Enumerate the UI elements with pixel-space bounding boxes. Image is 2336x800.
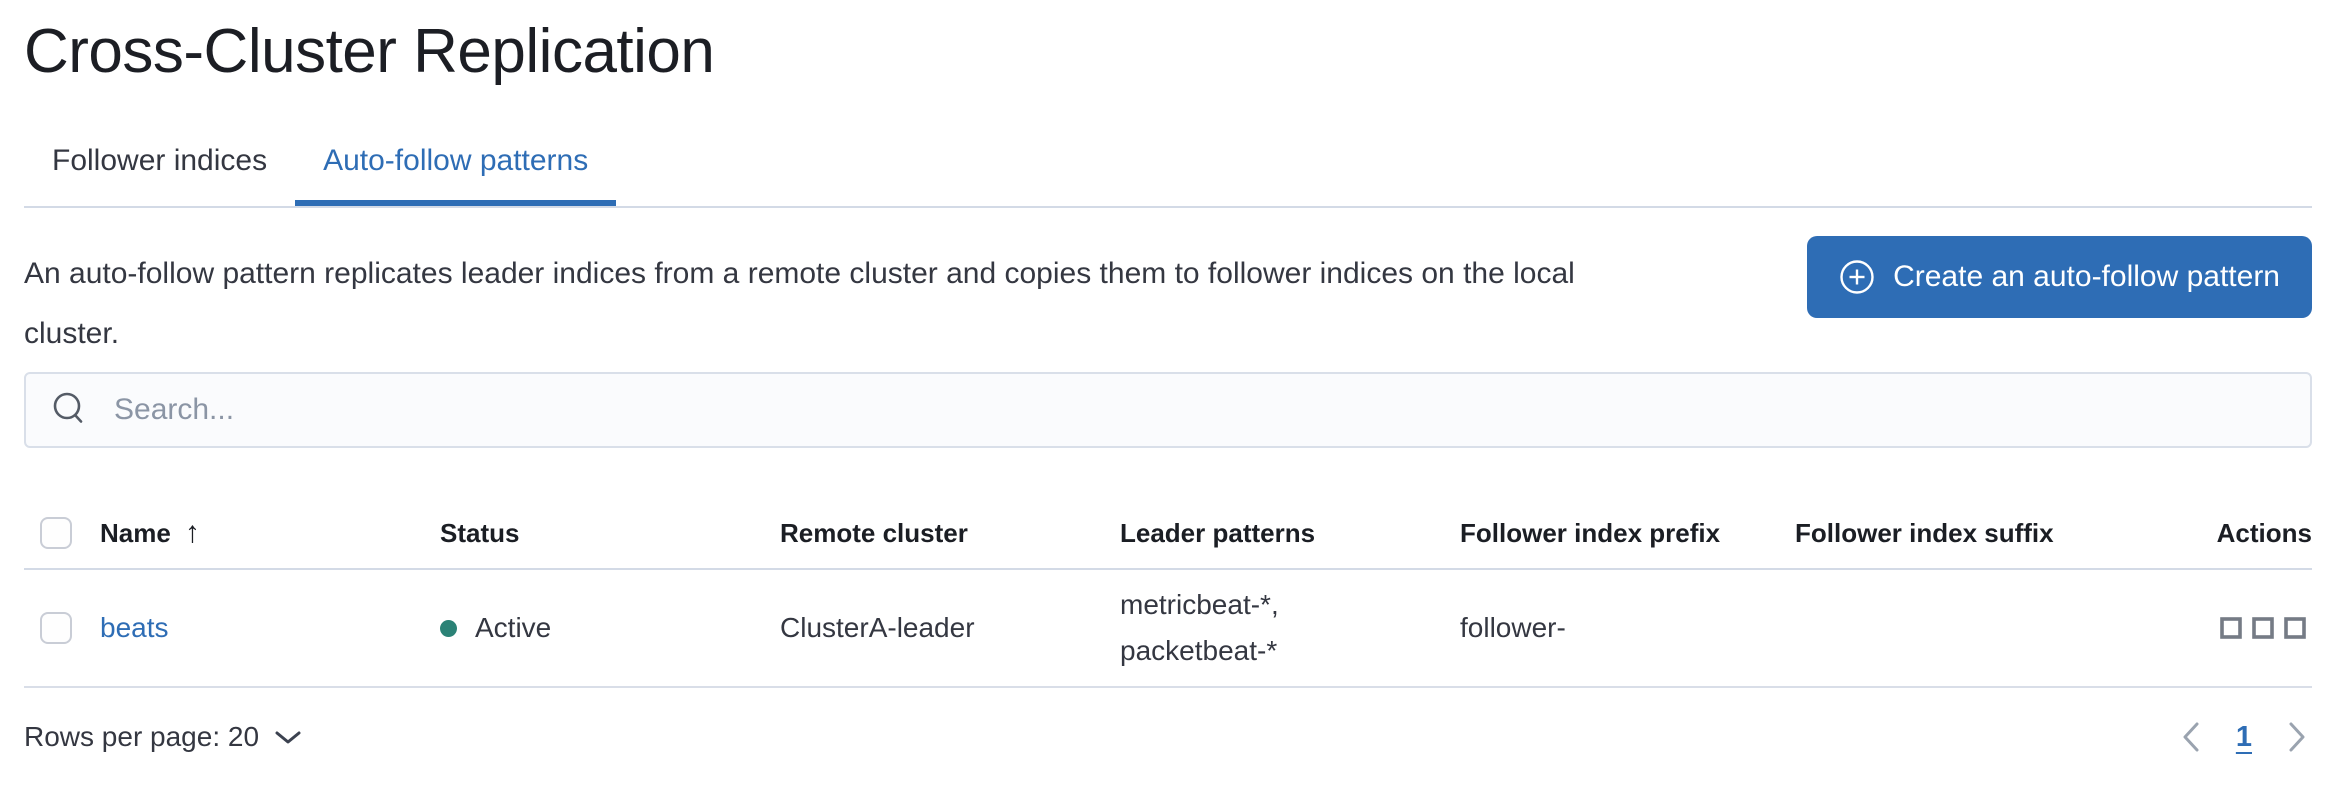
tab-bar: Follower indices Auto-follow patterns <box>24 142 2312 208</box>
search-input[interactable] <box>114 393 2286 427</box>
row-checkbox-cell <box>24 612 100 644</box>
header-checkbox-cell <box>24 517 100 549</box>
intro-row: An auto-follow pattern replicates leader… <box>24 236 2312 364</box>
tab-follower-indices[interactable]: Follower indices <box>24 142 295 206</box>
cell-name: beats <box>100 612 440 644</box>
cell-remote-cluster: ClusterA-leader <box>780 612 975 643</box>
create-auto-follow-pattern-button[interactable]: Create an auto-follow pattern <box>1807 236 2312 318</box>
boxes-horizontal-icon <box>2220 617 2306 639</box>
page-title: Cross-Cluster Replication <box>24 17 715 86</box>
cell-status: Active <box>440 612 780 644</box>
cell-follower-index-prefix: follower- <box>1460 612 1566 643</box>
chevron-right-icon[interactable] <box>2282 716 2312 758</box>
select-all-checkbox[interactable] <box>40 517 72 549</box>
header-actions: Actions <box>2216 517 2312 548</box>
rows-per-page-label: Rows per page: 20 <box>24 721 260 752</box>
search-icon <box>50 390 90 430</box>
pagination: 1 <box>2176 716 2312 758</box>
table-header-row: Name↑ Status Remote cluster Leader patte… <box>24 502 2312 570</box>
chevron-down-icon <box>273 728 303 746</box>
plus-in-circle-icon <box>1839 259 1875 295</box>
pattern-name-link[interactable]: beats <box>100 612 169 643</box>
header-status: Status <box>440 517 520 548</box>
auto-follow-patterns-table: Name↑ Status Remote cluster Leader patte… <box>24 502 2312 758</box>
sort-ascending-arrow-icon: ↑ <box>184 516 200 549</box>
row-checkbox[interactable] <box>40 612 72 644</box>
search-bar <box>24 372 2312 448</box>
row-actions-button[interactable] <box>2214 611 2312 645</box>
header-leader-patterns: Leader patterns <box>1120 517 1316 548</box>
cell-leader-patterns: metricbeat-*, packetbeat-* <box>1120 589 1279 666</box>
header-name[interactable]: Name↑ <box>100 516 200 549</box>
header-remote-cluster: Remote cluster <box>780 517 968 548</box>
cell-actions <box>2135 611 2312 645</box>
chevron-left-icon[interactable] <box>2176 716 2206 758</box>
create-button-label: Create an auto-follow pattern <box>1893 260 2280 293</box>
header-follower-index-prefix: Follower index prefix <box>1460 517 1721 548</box>
header-follower-index-suffix: Follower index suffix <box>1795 517 2054 548</box>
cross-cluster-replication-page: Cross-Cluster Replication Follower indic… <box>24 17 2312 758</box>
table-footer: Rows per page: 20 1 <box>24 716 2312 758</box>
pagination-page-1[interactable]: 1 <box>2235 720 2252 753</box>
status-label: Active <box>475 612 552 643</box>
table-row-beats: beats Active ClusterA-leader metricbeat-… <box>24 570 2312 688</box>
tab-auto-follow-patterns[interactable]: Auto-follow patterns <box>295 142 616 206</box>
intro-description: An auto-follow pattern replicates leader… <box>24 257 1575 350</box>
status-active-dot-icon <box>440 619 457 637</box>
rows-per-page-selector[interactable]: Rows per page: 20 <box>24 721 303 753</box>
